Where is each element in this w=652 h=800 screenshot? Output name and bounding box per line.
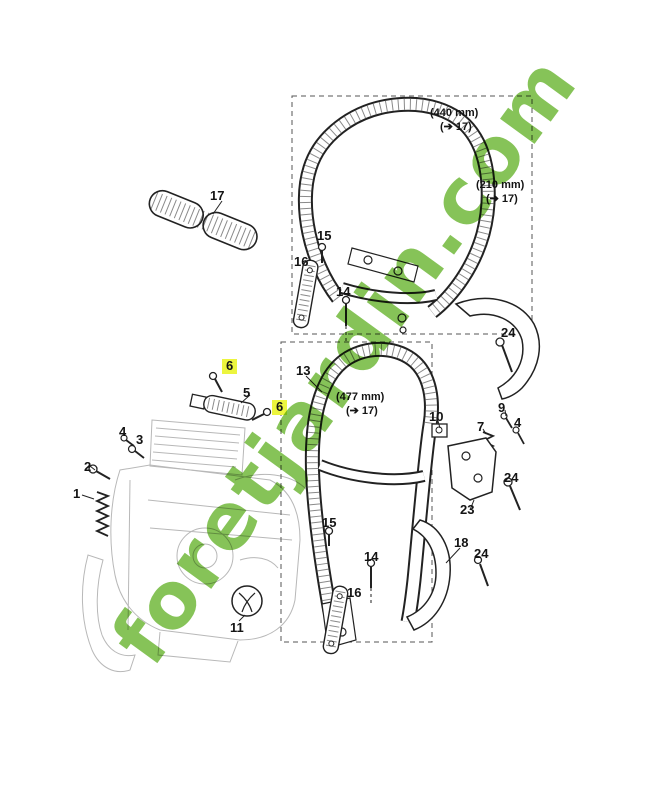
length-label-477mm: (477 mm)	[336, 391, 385, 403]
screw-24-top	[495, 337, 513, 373]
part-label-1: 1	[73, 486, 81, 501]
wrap-handle-top	[297, 96, 496, 334]
screw-4-right	[512, 426, 525, 445]
ref-label-210-17: (➔ 17)	[486, 193, 518, 205]
screw-14-top	[341, 295, 351, 342]
part-label-6-lower: 6	[272, 400, 288, 415]
part-label-24-mid: 24	[504, 470, 519, 485]
part-label-16-bottom: 16	[347, 585, 362, 600]
hand-guard-top	[454, 297, 541, 400]
part-label-15-top: 15	[317, 228, 332, 243]
screw-24-bottom	[473, 555, 489, 587]
part-label-4-left: 4	[119, 424, 127, 439]
screw-14-bottom	[366, 558, 376, 604]
option-box-top-handle	[291, 95, 533, 335]
cap-11	[231, 585, 263, 617]
part-label-16-top: 16	[294, 254, 309, 269]
option-box-mid-handle	[280, 341, 433, 643]
part-label-10: 10	[429, 409, 444, 424]
length-label-440mm: (440 mm)	[430, 107, 479, 119]
block-10	[431, 423, 448, 438]
part-label-11: 11	[230, 620, 244, 635]
screw-6-lower	[251, 407, 272, 421]
part-label-24-top: 24	[501, 325, 516, 340]
part-label-2: 2	[84, 459, 92, 474]
spring-1	[94, 491, 111, 537]
part-label-14-bottom: 14	[364, 549, 379, 564]
part-label-15-bottom: 15	[322, 515, 337, 530]
bracket-23	[447, 437, 497, 501]
part-label-5: 5	[243, 385, 251, 400]
leader-17	[212, 200, 223, 215]
part-label-6-upper: 6	[222, 359, 238, 374]
part-label-24-bottom: 24	[474, 546, 489, 561]
part-label-3: 3	[136, 432, 144, 447]
ref-label-477-17: (➔ 17)	[346, 405, 378, 417]
part-label-23: 23	[460, 502, 475, 517]
screw-15-top	[317, 242, 327, 263]
screw-24-mid	[503, 477, 521, 511]
length-label-210mm: (210 mm)	[476, 179, 525, 191]
engine-assembly-faint	[81, 419, 316, 673]
part-label-4-right: 4	[514, 415, 522, 430]
part-label-13: 13	[296, 363, 311, 378]
part-label-7: 7	[477, 419, 485, 434]
screw-15-bottom	[324, 526, 334, 546]
handle-mount-5	[189, 393, 256, 421]
screw-9	[500, 412, 513, 429]
tube-part-17	[148, 189, 258, 251]
part-label-17: 17	[210, 188, 225, 203]
bracket-16-bottom	[322, 585, 349, 655]
ref-label-440-17: (➔ 17)	[440, 121, 472, 133]
part-label-18: 18	[454, 535, 469, 550]
bracket-16-top	[292, 259, 319, 329]
part-label-14-top: 14	[336, 284, 351, 299]
hand-guard-18	[405, 519, 451, 631]
part-label-9: 9	[498, 400, 506, 415]
screw-6-upper	[208, 371, 223, 393]
leader-lines	[81, 375, 507, 622]
screw-3	[127, 444, 145, 459]
